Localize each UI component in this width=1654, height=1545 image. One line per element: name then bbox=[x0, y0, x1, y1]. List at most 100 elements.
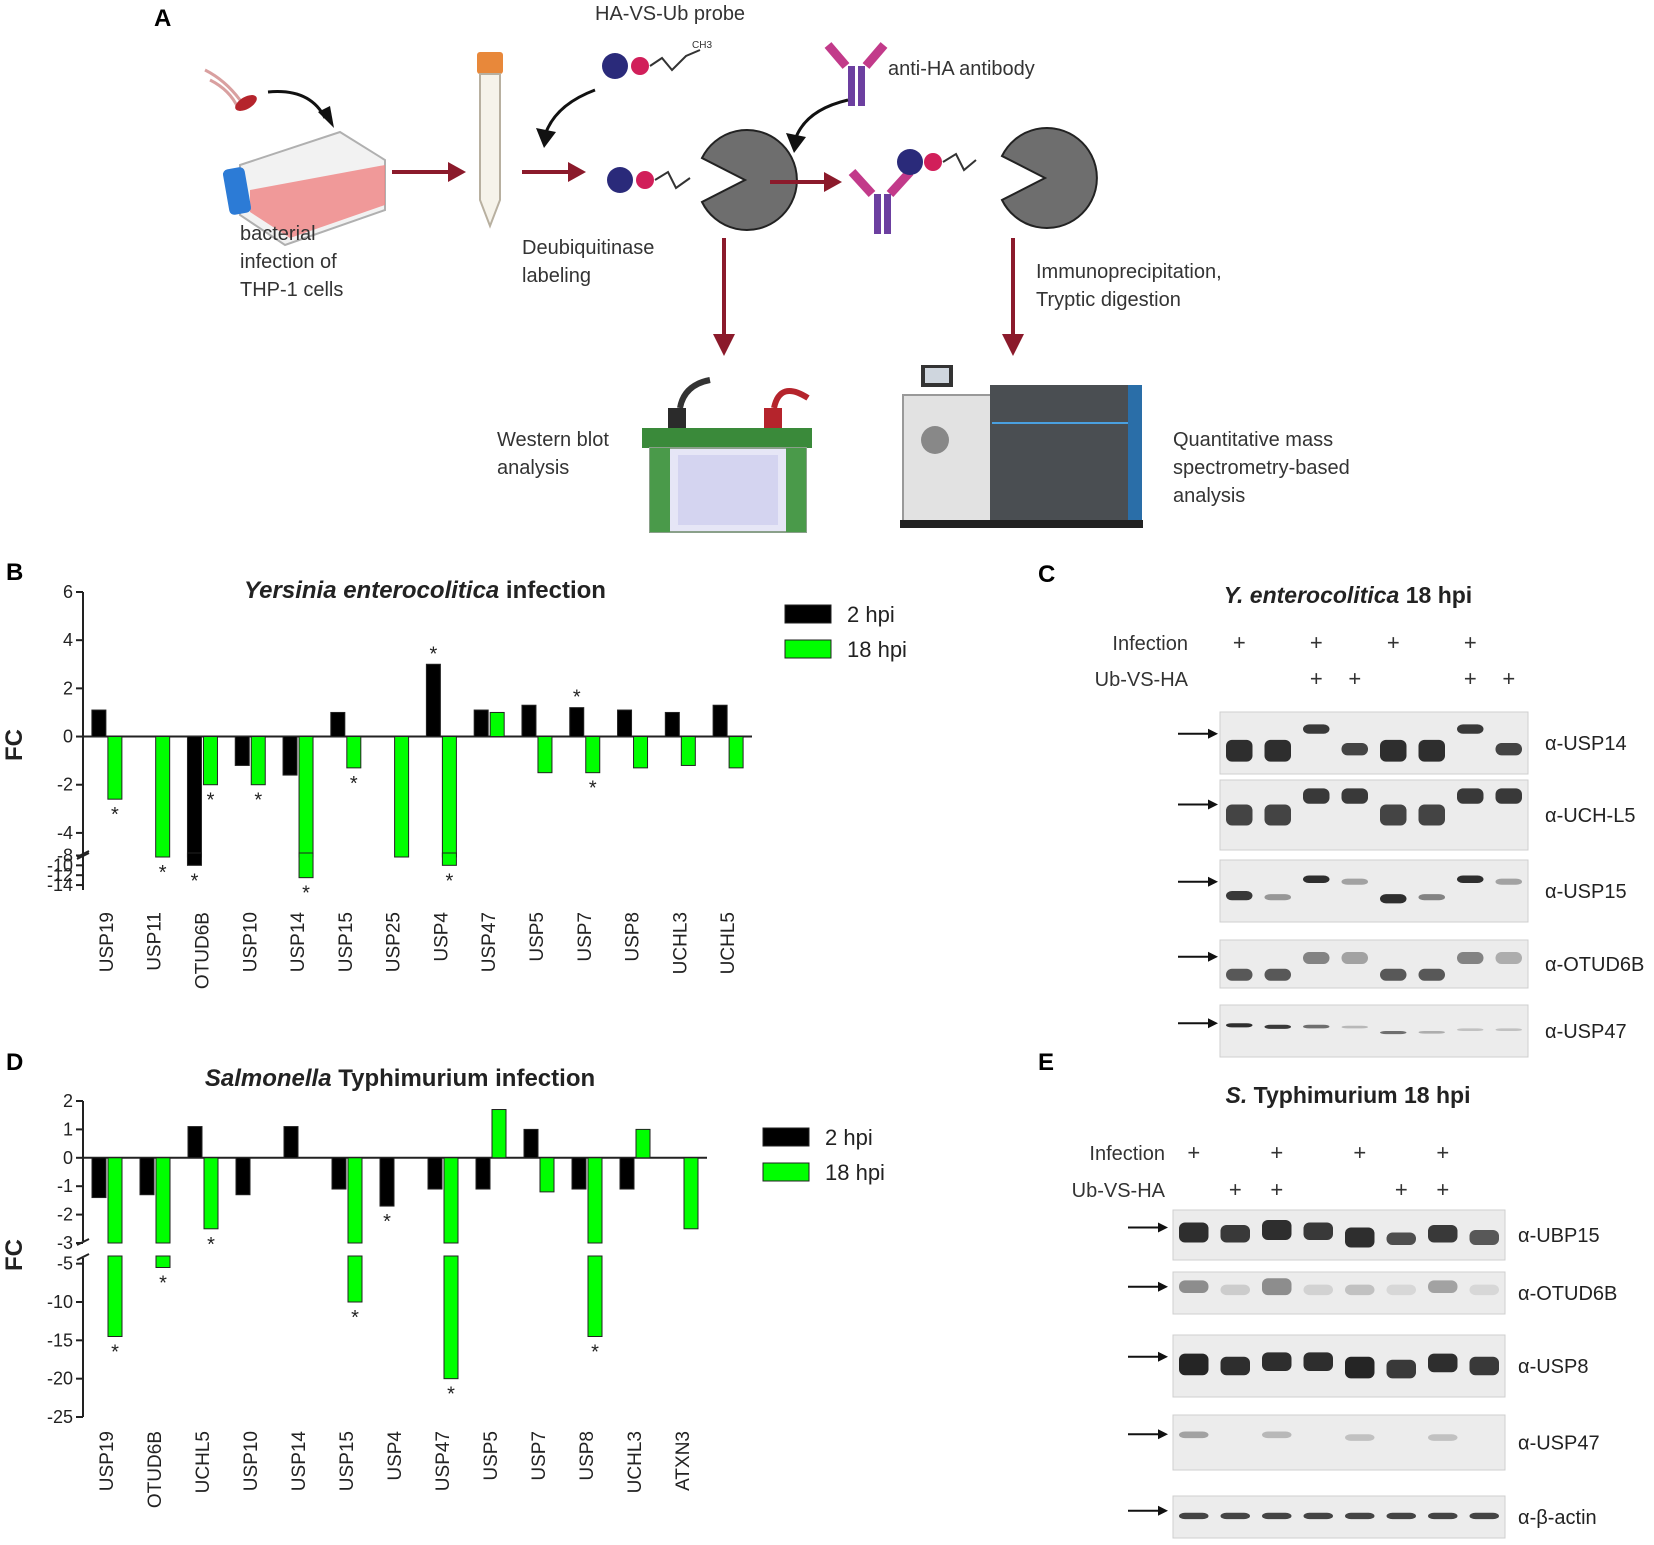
protein-band bbox=[1418, 1031, 1445, 1034]
protein-band bbox=[1345, 1356, 1375, 1379]
blot-title-italic: Y. enterocolitica bbox=[1224, 582, 1400, 608]
labeled-deubiquitinase-icon bbox=[607, 129, 798, 231]
row-label-probe: Ub-VS-HA bbox=[1072, 1180, 1166, 1202]
bar-2hpi bbox=[425, 663, 441, 738]
ip-label-1: Immunoprecipitation, bbox=[1036, 261, 1222, 283]
protein-band bbox=[1469, 1356, 1499, 1376]
category-label: USP10 bbox=[241, 1431, 262, 1491]
bar-18hpi bbox=[489, 711, 505, 738]
labeling-label-2: labeling bbox=[522, 265, 591, 287]
protein-band bbox=[1303, 1222, 1333, 1240]
protein-band bbox=[1179, 1431, 1209, 1439]
y-tick-label: -2 bbox=[57, 775, 73, 795]
mass-spectrometer-icon bbox=[900, 365, 1143, 528]
culture-flask-icon bbox=[222, 130, 386, 247]
row-label-infection: Infection bbox=[1089, 1143, 1165, 1165]
bar-18hpi bbox=[203, 1157, 219, 1230]
protein-band bbox=[1469, 1284, 1499, 1296]
bar-2hpi bbox=[283, 1126, 299, 1159]
bar-18hpi bbox=[728, 736, 744, 769]
antibody-label: α-OTUD6B bbox=[1545, 954, 1644, 976]
protein-band bbox=[1220, 1512, 1250, 1520]
lane-plus-infection: + bbox=[1233, 630, 1246, 655]
band-arrow-head bbox=[1208, 876, 1218, 887]
curved-arrow-icon bbox=[267, 90, 327, 119]
band-arrow-head bbox=[1158, 1351, 1168, 1362]
band-arrow-head bbox=[1208, 951, 1218, 962]
protein-band bbox=[1386, 1284, 1416, 1296]
protein-band bbox=[1345, 1512, 1375, 1520]
ms-label-1: Quantitative mass bbox=[1173, 429, 1333, 451]
legend-swatch bbox=[784, 639, 832, 659]
y-tick-label: -5 bbox=[57, 1254, 73, 1274]
bar-18hpi bbox=[635, 1128, 651, 1159]
bar-2hpi bbox=[186, 736, 202, 858]
panel-letter-c: C bbox=[1038, 561, 1055, 588]
significance-star: * bbox=[191, 870, 199, 892]
protein-band bbox=[1303, 724, 1330, 734]
protein-band bbox=[1303, 1024, 1330, 1029]
significance-star: * bbox=[351, 1307, 359, 1329]
bar-2hpi bbox=[234, 736, 250, 766]
protein-band bbox=[1264, 804, 1291, 826]
lane-plus-probe: + bbox=[1502, 666, 1515, 691]
chart-title-italic: Yersinia enterocolitica bbox=[244, 577, 499, 604]
band-arrow-head bbox=[1208, 799, 1218, 810]
bar-18hpi bbox=[250, 736, 266, 786]
category-label: USP25 bbox=[384, 912, 405, 972]
significance-star: * bbox=[573, 687, 581, 709]
bar-2hpi bbox=[617, 709, 633, 738]
chart-title-rest: Typhimurium infection bbox=[332, 1065, 596, 1092]
significance-star: * bbox=[207, 790, 215, 812]
protein-band bbox=[1386, 1359, 1416, 1379]
category-label: USP19 bbox=[97, 1431, 118, 1491]
bar-18hpi bbox=[491, 1109, 507, 1159]
y-tick-label: 2 bbox=[63, 678, 73, 698]
workflow-schematic: bacterial infection of THP-1 cells HA-VS… bbox=[204, 3, 1350, 533]
category-label: USP4 bbox=[385, 1431, 406, 1481]
protein-band bbox=[1469, 1230, 1499, 1245]
bar-18hpi-lower bbox=[155, 1255, 171, 1268]
row-label-probe: Ub-VS-HA bbox=[1095, 669, 1189, 691]
band-arrow-head bbox=[1158, 1429, 1168, 1440]
antibody-icon bbox=[824, 42, 888, 106]
protein-band bbox=[1428, 1225, 1458, 1243]
immunocomplex-icon bbox=[848, 127, 1098, 234]
significance-star: * bbox=[447, 1384, 455, 1406]
protein-band bbox=[1495, 743, 1522, 756]
panel-letter-d: D bbox=[6, 1049, 23, 1076]
protein-band bbox=[1418, 968, 1445, 981]
significance-star: * bbox=[159, 1273, 167, 1295]
significance-star: * bbox=[429, 643, 437, 665]
y-tick-label: 2 bbox=[63, 1091, 73, 1111]
y-tick-label: -15 bbox=[47, 1330, 73, 1350]
category-label: USP15 bbox=[336, 912, 357, 972]
category-label: USP15 bbox=[337, 1431, 358, 1491]
chart-title: Yersinia enterocolitica infection bbox=[244, 577, 606, 604]
legend-label: 2 hpi bbox=[847, 602, 895, 627]
bar-2hpi bbox=[523, 1128, 539, 1159]
significance-star: * bbox=[111, 1342, 119, 1364]
protein-band bbox=[1179, 1512, 1209, 1520]
lane-plus-infection: + bbox=[1353, 1140, 1366, 1165]
probe-label: HA-VS-Ub probe bbox=[595, 3, 745, 25]
bar-2hpi bbox=[664, 711, 680, 738]
flow-arrow-icon bbox=[824, 172, 842, 192]
bar-18hpi bbox=[155, 736, 171, 858]
protein-band bbox=[1380, 739, 1407, 762]
y-tick-label: 4 bbox=[63, 630, 73, 650]
significance-star: * bbox=[254, 790, 262, 812]
category-label: USP14 bbox=[289, 1431, 310, 1492]
chart-title-italic: Salmonella bbox=[205, 1065, 332, 1092]
bar-18hpi bbox=[683, 1157, 699, 1230]
bar-18hpi-lower bbox=[441, 852, 457, 866]
y-tick-label: -20 bbox=[47, 1369, 73, 1389]
bar-2hpi bbox=[330, 711, 346, 738]
band-arrow-head bbox=[1158, 1281, 1168, 1292]
bar-18hpi-lower bbox=[107, 1255, 123, 1337]
ms-label-2: spectrometry-based bbox=[1173, 457, 1350, 479]
bar-2hpi bbox=[187, 1126, 203, 1159]
protein-band bbox=[1226, 1023, 1253, 1028]
protein-band bbox=[1345, 1434, 1375, 1441]
protein-band bbox=[1418, 804, 1445, 826]
